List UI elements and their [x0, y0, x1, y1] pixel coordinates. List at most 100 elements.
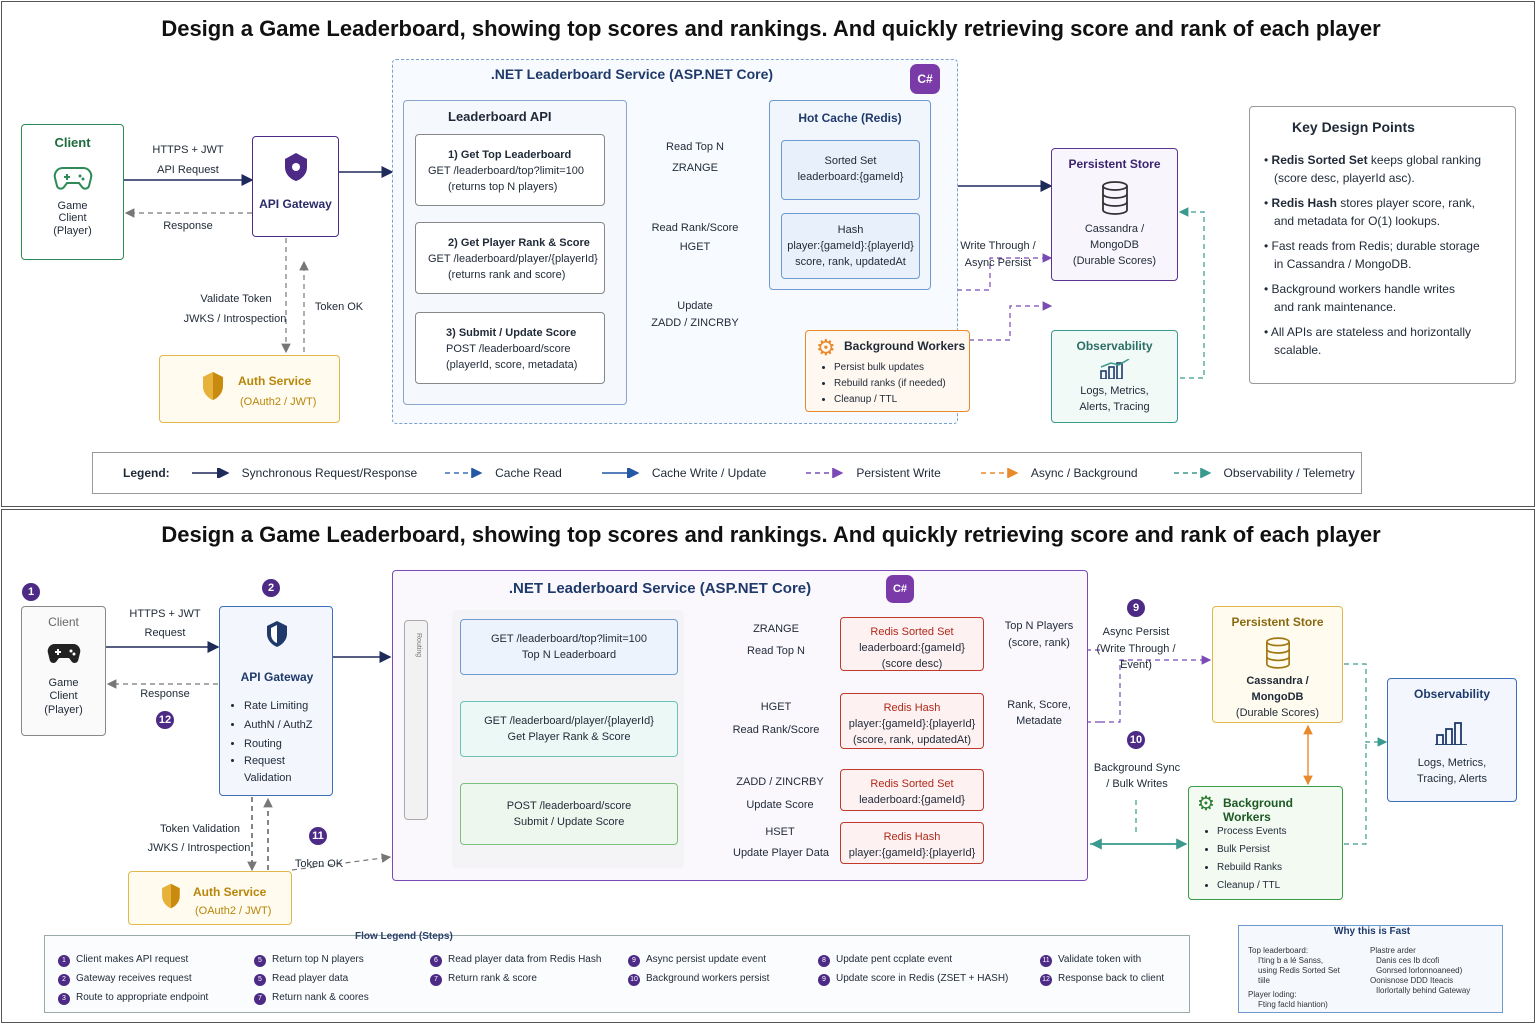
why-line: Top leaderboard: [1248, 946, 1309, 955]
update-label: Update [677, 300, 713, 312]
response-label: Response [163, 220, 213, 232]
why-line: I'ting b a lé Sanss, [1258, 956, 1324, 965]
workers-list: Process Events Bulk Persist Rebuild Rank… [1201, 823, 1286, 895]
store-title: Persistent Store [1231, 615, 1324, 629]
r4-l1: player:{gameId}:{playerId} [848, 847, 976, 859]
r2-title: Redis Hash [883, 702, 941, 714]
step-badge: 10 [1127, 731, 1145, 749]
legend-item: Cache Write / Update [651, 466, 767, 480]
redis-sorted-set-box[interactable]: Redis Sorted Set leaderboard:{gameId} [840, 769, 984, 811]
key-point: • All APIs are stateless and horizontall… [1264, 325, 1471, 357]
step-badge: 11 [309, 827, 327, 845]
why-line: tiile [1258, 976, 1271, 985]
observability-box[interactable]: Observability Logs, Metrics, Tracing, Al… [1387, 678, 1517, 802]
ep1-desc: Top N Leaderboard [521, 649, 617, 661]
ep2-path: GET /leaderboard/player/{playerId} [428, 253, 598, 265]
csharp-icon: C# [910, 64, 940, 94]
legend-swatch [601, 468, 640, 478]
workers-list: Persist bulk updates Rebuild ranks (if n… [818, 360, 946, 408]
observability-box[interactable]: Observability Logs, Metrics, Alerts, Tra… [1051, 330, 1178, 423]
auth-service-box[interactable]: Auth Service (OAuth2 / JWT) [128, 871, 292, 925]
flow-legend [44, 935, 1190, 1013]
legend-label: Legend: [123, 466, 170, 480]
client-line2: Client [58, 212, 87, 224]
endpoint-get-top[interactable]: 1) Get Top Leaderboard GET /leaderboard/… [415, 134, 605, 206]
leaderboard-api-title: Leaderboard API [448, 109, 552, 124]
endpoint-get-top[interactable]: GET /leaderboard/top?limit=100 Top N Lea… [460, 619, 678, 675]
client-title: Client [48, 615, 79, 629]
api-gateway-box[interactable]: API Gateway Rate Limiting AuthN / AuthZ … [219, 606, 333, 796]
hash-l3: score, rank, updatedAt [795, 256, 906, 268]
step-badge: 12 [156, 711, 174, 729]
dotnet-service-title: .NET Leaderboard Service (ASP.NET Core) [508, 580, 812, 597]
ep2-desc: Get Player Rank & Score [507, 731, 631, 743]
list-item: Rebuild ranks (if needed) [834, 376, 946, 392]
why-line: using Redis Sorted Set [1258, 966, 1340, 975]
endpoint-post-score[interactable]: 3) Submit / Update Score POST /leaderboa… [415, 312, 605, 384]
top-panel [1, 1, 1535, 507]
bg-sync-label: Background Sync [1093, 762, 1181, 774]
redis-hash-box[interactable]: Redis Hash player:{gameId}:{playerId} [840, 822, 984, 864]
key-title: Key Design Points [1292, 119, 1415, 135]
obs-l2: Alerts, Tracing [1079, 401, 1150, 413]
list-item: Process Events [1217, 823, 1286, 841]
update-player-label: Update Player Data [733, 847, 829, 859]
step-badge: 1 [22, 583, 40, 601]
list-item: Rebuild Ranks [1217, 859, 1286, 877]
router-rail-label: Routing [415, 633, 422, 658]
hash-box[interactable]: Hash player:{gameId}:{playerId} score, r… [781, 213, 920, 279]
client-line2: Client [49, 690, 78, 702]
endpoint-post-score[interactable]: POST /leaderboard/score Submit / Update … [460, 783, 678, 845]
api-gateway-box[interactable]: API Gateway [252, 136, 339, 237]
redis-sorted-set-box[interactable]: Redis Sorted Set leaderboard:{gameId} (s… [840, 617, 984, 671]
list-item: Cleanup / TTL [834, 392, 946, 408]
list-item: Rate Limiting [244, 697, 312, 716]
why-line: Danis ces Ib dcofi [1376, 956, 1440, 965]
persistent-store-box[interactable]: Persistent Store Cassandra / MongoDB (Du… [1212, 606, 1343, 723]
why-line: Gonrsed lorlonnoaneed) [1376, 966, 1463, 975]
legend-item: Observability / Telemetry [1223, 466, 1355, 480]
list-item: Persist bulk updates [834, 360, 946, 376]
workers-title: Background Workers [1223, 796, 1294, 824]
persistent-store-box[interactable]: Persistent Store Cassandra / MongoDB (Du… [1051, 148, 1178, 281]
key-design-points: Key Design Points • Redis Sorted Set kee… [1249, 106, 1516, 384]
hget-label: HGET [679, 241, 711, 253]
gear-icon: ⚙ [816, 335, 836, 360]
async-persist-label: Async Persist [964, 257, 1032, 269]
auth-service-box[interactable]: Auth Service (OAuth2 / JWT) [159, 355, 340, 423]
token-ok-label: Token OK [314, 301, 364, 313]
zadd-label: ZADD / ZINCRBY [651, 317, 739, 329]
store-l1: Cassandra / [1084, 223, 1145, 235]
metadata-label: Metadate [1016, 715, 1062, 727]
auth-sub: (OAuth2 / JWT) [195, 905, 272, 917]
client-box[interactable]: Client Game Client (Player) [21, 606, 106, 736]
dotnet-service-title: .NET Leaderboard Service (ASP.NET Core) [490, 66, 774, 82]
redis-hash-box[interactable]: Redis Hash player:{gameId}:{playerId} (s… [840, 693, 984, 749]
shield-icon [284, 153, 307, 181]
ep3-path: POST /leaderboard/score [446, 343, 571, 355]
background-workers-box[interactable]: ⚙ Background Workers Process Events Bulk… [1188, 786, 1343, 900]
write-through-label: Write Through / [960, 240, 1036, 252]
client-box[interactable]: Client Game Client (Player) [21, 124, 124, 260]
store-l2: MongoDB [1090, 239, 1139, 251]
read-rank-label: Read Rank/Score [651, 222, 739, 234]
background-workers-box[interactable]: ⚙ Background Workers Persist bulk update… [805, 330, 970, 412]
hset-label: HSET [765, 826, 795, 838]
request-label: Request [144, 627, 186, 639]
sorted-set-box[interactable]: Sorted Set leaderboard:{gameId} [781, 140, 920, 200]
endpoint-get-player[interactable]: GET /leaderboard/player/{playerId} Get P… [460, 701, 678, 757]
r2-l2: (score, rank, updatedAt) [852, 734, 971, 746]
legend-swatch [980, 468, 1019, 478]
read-rank-label: Read Rank/Score [732, 724, 820, 736]
key-point: • Redis Sorted Set keeps global ranking … [1264, 153, 1481, 185]
client-line3: (Player) [44, 704, 83, 716]
endpoint-get-player[interactable]: 2) Get Player Rank & Score GET /leaderbo… [415, 222, 605, 294]
